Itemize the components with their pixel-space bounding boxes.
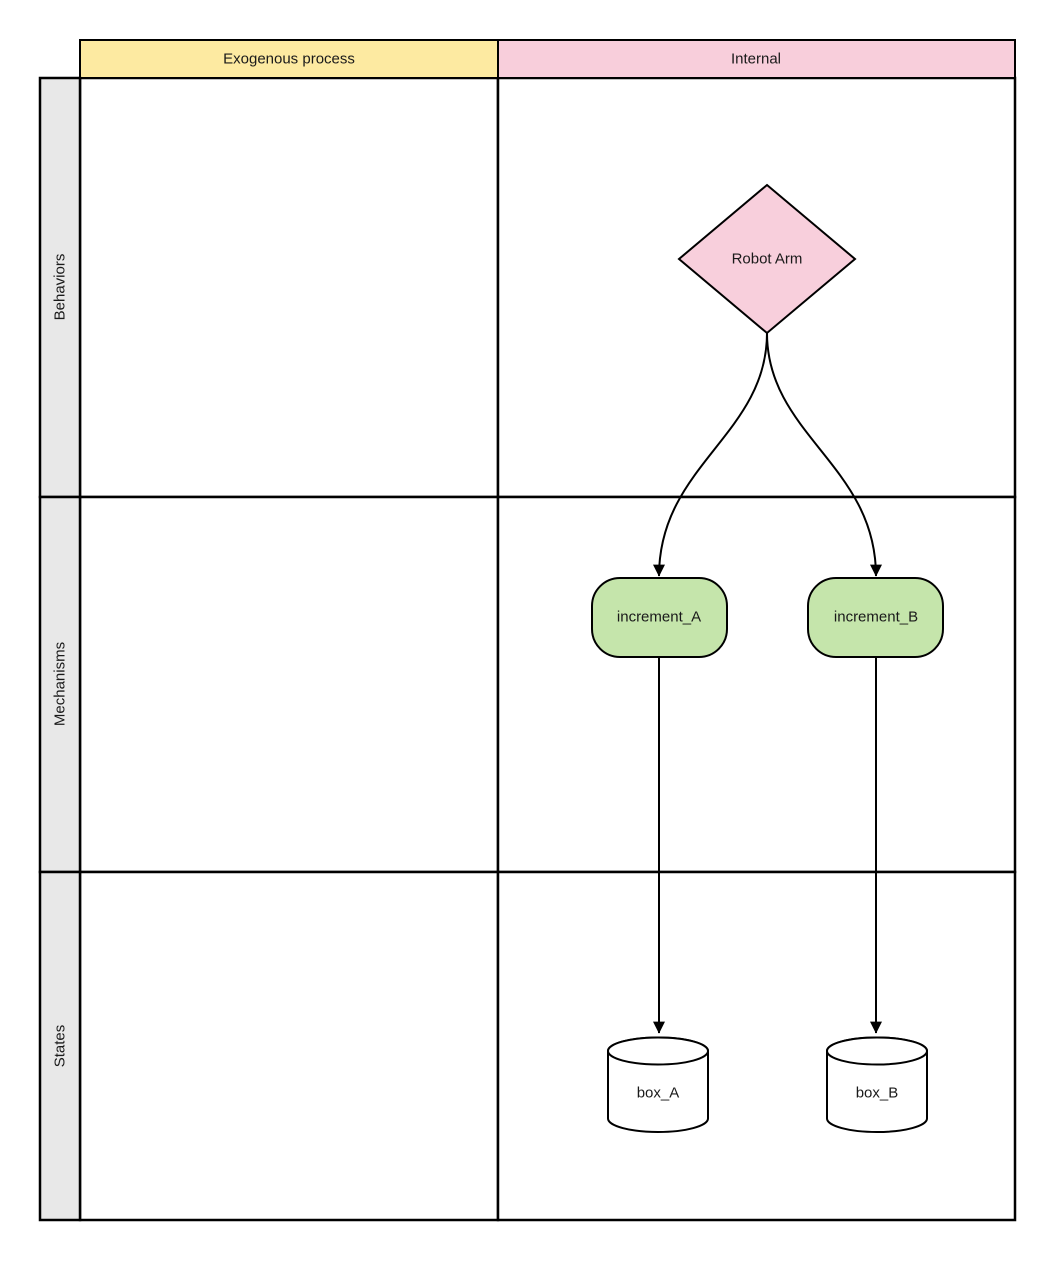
row-header-behaviors-label: Behaviors <box>52 254 69 321</box>
row-header-mechanisms <box>38 495 82 874</box>
increment-b-node: increment_B <box>807 577 944 658</box>
box-a-cylinder-top <box>607 1036 709 1066</box>
cell-behaviors-exogenous <box>78 76 500 499</box>
box-b-cylinder-top <box>826 1036 928 1066</box>
row-headers: Behaviors Mechanisms States <box>38 76 82 1222</box>
row-header-states <box>38 870 82 1222</box>
increment-a-shape <box>591 577 728 658</box>
column-header-internal <box>497 39 1016 79</box>
edge-robot-arm-to-increment-a <box>653 332 768 577</box>
robot-arm-node: Robot Arm <box>677 183 857 335</box>
increment-b-shape <box>807 577 944 658</box>
box-a-node: box_A <box>607 1036 709 1133</box>
row-header-mechanisms-label: Mechanisms <box>52 642 69 726</box>
box-b-label: box_B <box>856 1085 899 1102</box>
edges <box>653 332 882 1034</box>
increment-a-label: increment_A <box>617 609 701 626</box>
edge-robot-arm-to-increment-b <box>766 332 882 577</box>
grid-body <box>78 76 1017 1222</box>
increment-a-node: increment_A <box>591 577 728 658</box>
cell-states-internal <box>496 870 1017 1222</box>
increment-b-label: increment_B <box>834 609 918 626</box>
row-header-states-label: States <box>52 1025 69 1068</box>
box-a-label: box_A <box>637 1085 680 1102</box>
column-header-exogenous-label: Exogenous process <box>223 51 355 68</box>
cell-mechanisms-exogenous <box>78 495 500 874</box>
cell-states-exogenous <box>78 870 500 1222</box>
box-b-node: box_B <box>826 1036 928 1133</box>
cell-mechanisms-internal <box>496 495 1017 874</box>
column-headers: Exogenous process Internal <box>79 39 1016 79</box>
column-header-internal-label: Internal <box>731 51 781 68</box>
column-header-exogenous <box>79 39 499 79</box>
robot-arm-label: Robot Arm <box>732 251 803 268</box>
robot-arm-diamond-shape <box>677 183 857 335</box>
